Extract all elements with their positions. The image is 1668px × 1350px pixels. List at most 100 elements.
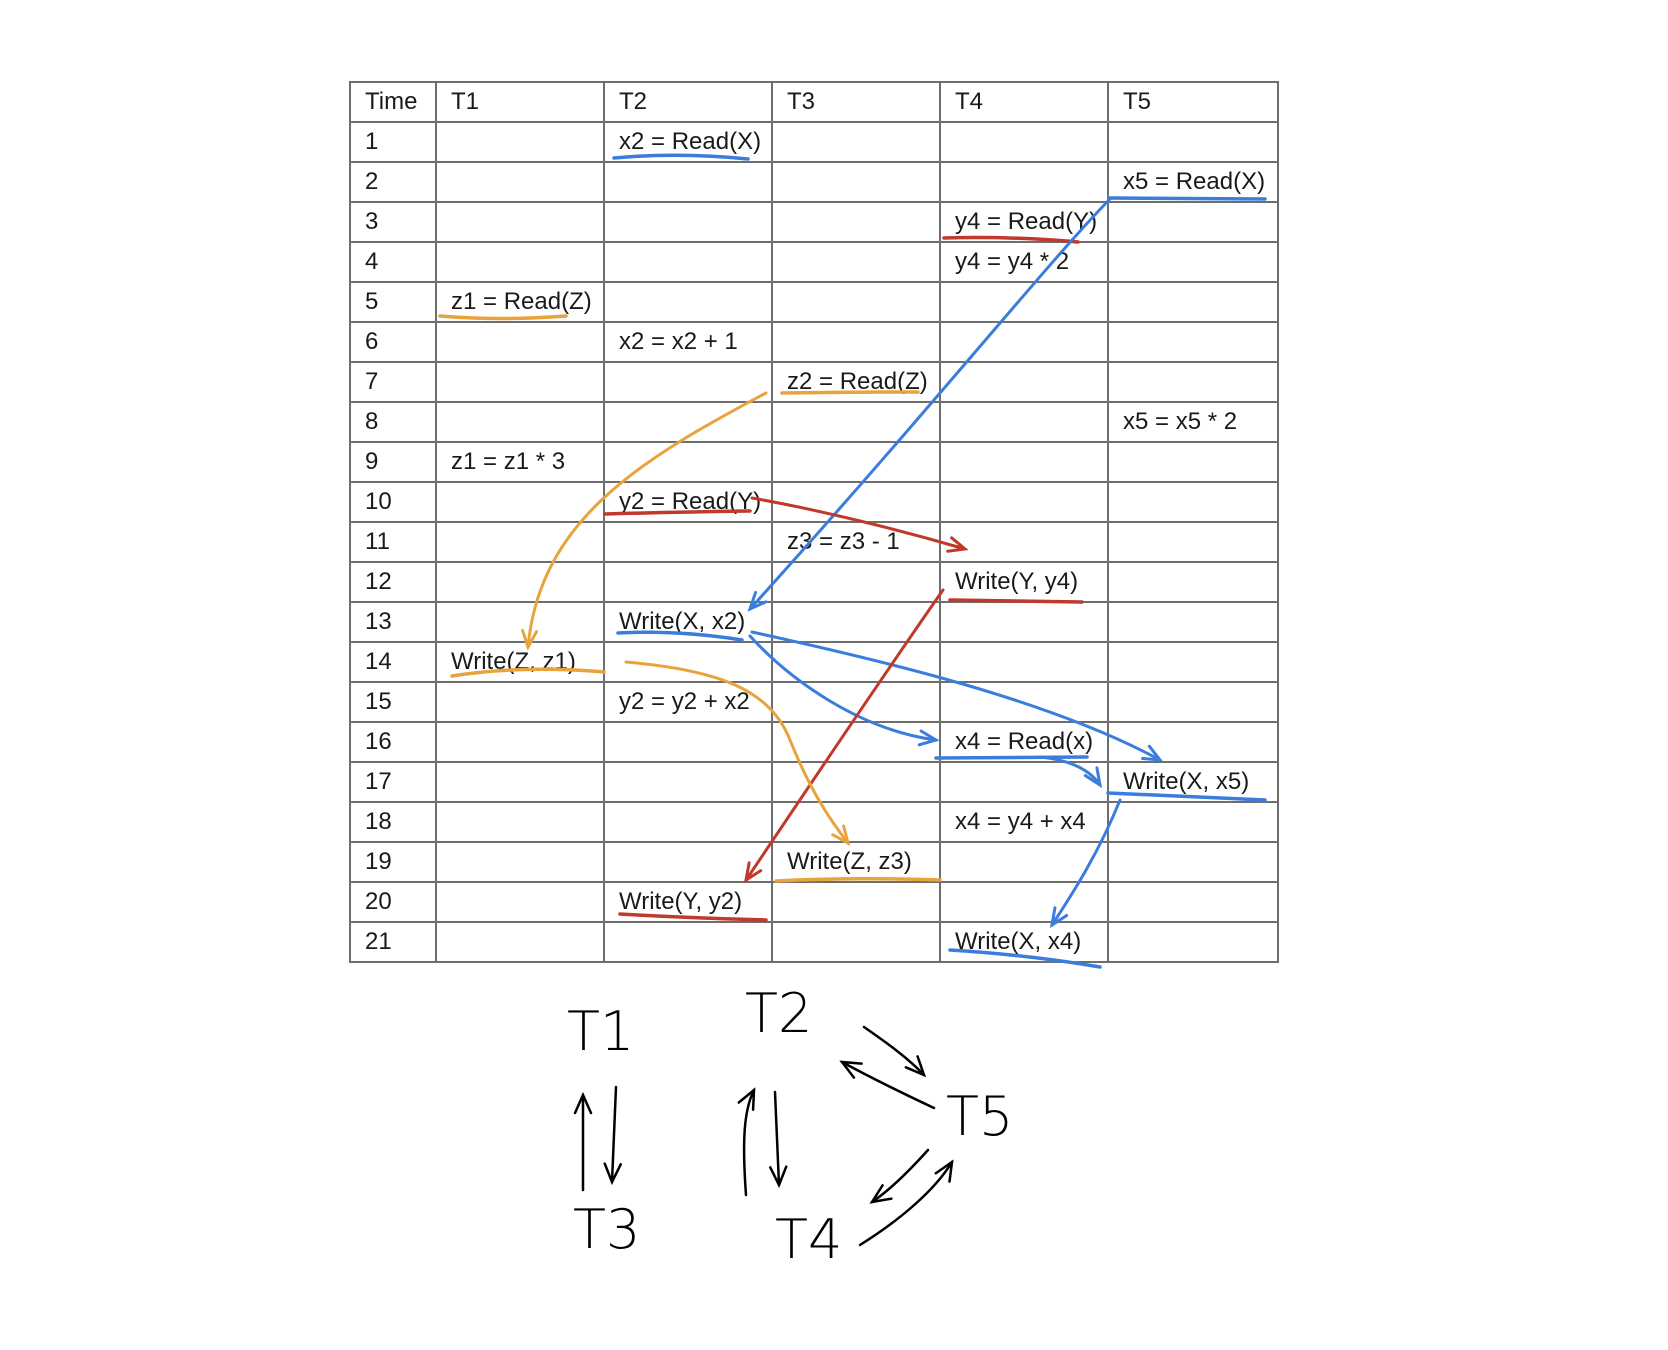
operation-cell: Write(X, x5) [1107,761,1279,803]
operation-cell [435,241,605,283]
operation-cell: x5 = Read(X) [1107,161,1279,203]
operation-cell [603,521,773,563]
operation-cell: T5 [1107,81,1279,123]
operation-cell [435,521,605,563]
operation-cell [435,841,605,883]
operation-cell: Write(X, x4) [939,921,1109,963]
operation-cell [1107,641,1279,683]
time-cell: Time [349,81,437,123]
operation-cell [435,321,605,363]
operation-cell [771,241,941,283]
time-cell: 5 [349,281,437,323]
operation-cell [603,401,773,443]
operation-cell [771,881,941,923]
operation-cell [435,681,605,723]
operation-cell [771,401,941,443]
operation-cell: z1 = z1 * 3 [435,441,605,483]
operation-cell [771,761,941,803]
operation-cell [771,561,941,603]
operation-cell [1107,521,1279,563]
operation-cell [771,641,941,683]
table-row: 21 Write(X, x4) [349,921,1279,963]
operation-cell: z1 = Read(Z) [435,281,605,323]
operation-cell [1107,321,1279,363]
time-cell: 15 [349,681,437,723]
time-cell: 11 [349,521,437,563]
operation-cell [1107,441,1279,483]
table-row: 11 z3 = z3 - 1 [349,521,1279,563]
time-cell: 6 [349,321,437,363]
time-cell: 2 [349,161,437,203]
operation-cell: T2 [603,81,773,123]
graph-node-t3: T3 [573,1198,640,1261]
operation-cell [939,161,1109,203]
time-cell: 7 [349,361,437,403]
operation-cell [771,201,941,243]
edge-t4-to-t2 [737,1087,756,1197]
time-cell: 17 [349,761,437,803]
operation-cell [435,481,605,523]
operation-cell: T3 [771,81,941,123]
operation-cell [939,401,1109,443]
time-cell: 13 [349,601,437,643]
operation-cell [435,801,605,843]
operation-cell: z3 = z3 - 1 [771,521,941,563]
graph-node-t2: T2 [745,982,812,1045]
operation-cell [1107,801,1279,843]
operation-cell [939,521,1109,563]
operation-cell [1107,561,1279,603]
operation-cell [939,441,1109,483]
operation-cell: z2 = Read(Z) [771,361,941,403]
time-cell: 14 [349,641,437,683]
operation-cell [771,161,941,203]
operation-cell: T4 [939,81,1109,123]
operation-cell [435,881,605,923]
operation-cell [771,121,941,163]
operation-cell [1107,121,1279,163]
edge-t4-to-t5 [858,1159,954,1247]
time-cell: 8 [349,401,437,443]
time-cell: 4 [349,241,437,283]
operation-cell [771,281,941,323]
operation-cell: x5 = x5 * 2 [1107,401,1279,443]
operation-cell [603,161,773,203]
operation-cell [435,721,605,763]
graph-node-t5: T5 [946,1085,1013,1148]
time-cell: 21 [349,921,437,963]
operation-cell: x2 = x2 + 1 [603,321,773,363]
operation-cell [603,441,773,483]
operation-cell [603,841,773,883]
operation-cell [435,201,605,243]
operation-cell: Write(X, x2) [603,601,773,643]
precedence-graph: T1 T2 T3 T4 T5 [567,982,1013,1271]
operation-cell: Write(Z, z3) [771,841,941,883]
operation-cell [603,561,773,603]
operation-cell [939,281,1109,323]
operation-cell [435,761,605,803]
table-row: 13 Write(X, x2) [349,601,1279,643]
time-cell: 18 [349,801,437,843]
edge-t1-to-t3 [603,1085,623,1186]
operation-cell: Write(Y, y2) [603,881,773,923]
operation-cell [435,601,605,643]
operation-cell [1107,841,1279,883]
time-cell: 9 [349,441,437,483]
operation-cell [771,321,941,363]
time-cell: 16 [349,721,437,763]
operation-cell [435,401,605,443]
operation-cell [435,561,605,603]
operation-cell [603,361,773,403]
operation-cell [603,761,773,803]
edge-t5-to-t4 [869,1148,930,1204]
operation-cell [435,121,605,163]
operation-cell [603,721,773,763]
graph-node-t1: T1 [567,1000,634,1063]
